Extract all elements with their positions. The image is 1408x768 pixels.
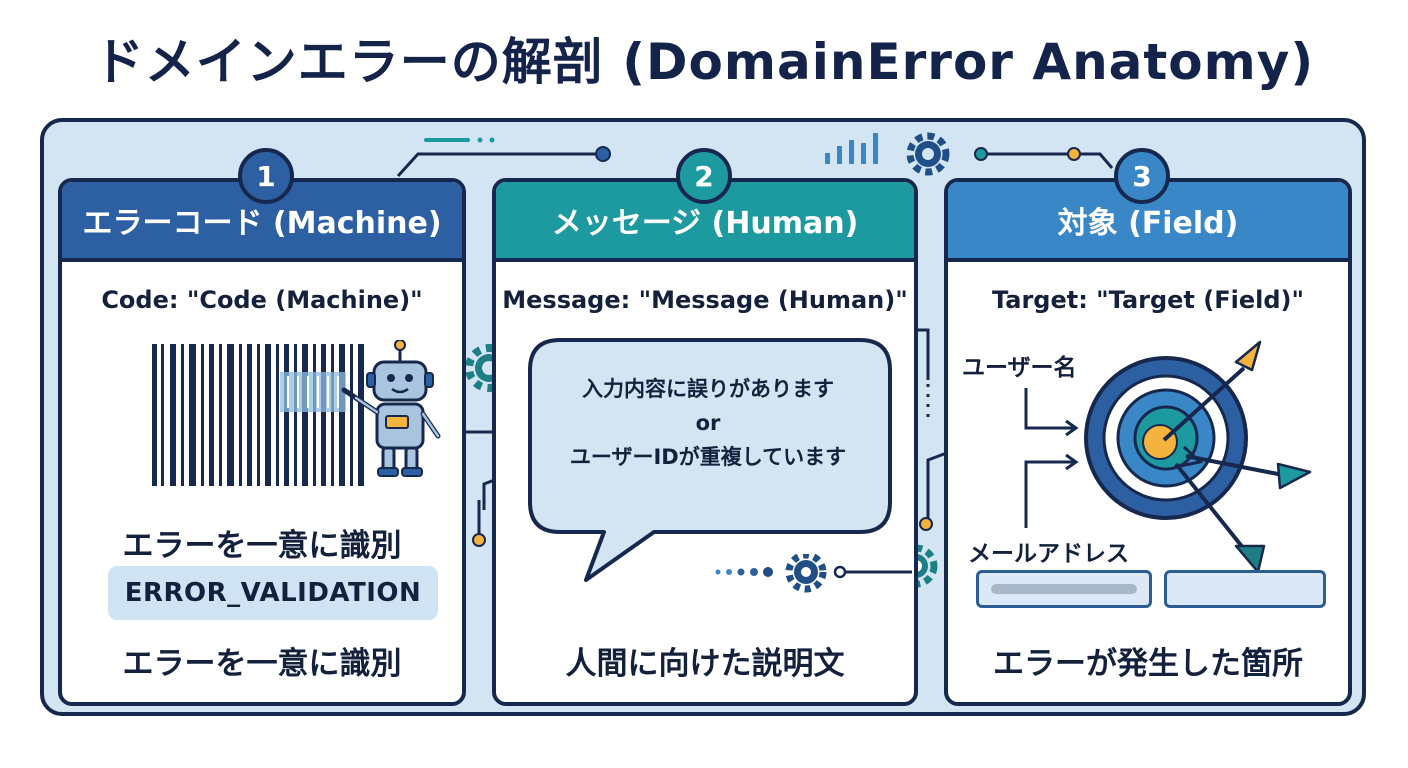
- gear-icon: [785, 554, 827, 593]
- arrow-icon: [1174, 462, 1266, 574]
- message-line: 入力内容に誤りがあります: [582, 377, 834, 401]
- field-line: Target: "Target (Field)": [991, 286, 1305, 314]
- field-line: Message: "Message (Human)": [502, 286, 908, 314]
- dots-gear-connector: [715, 554, 912, 593]
- message-line: or: [695, 411, 721, 435]
- page-title: ドメインエラーの解剖 (DomainError Anatomy): [93, 33, 1315, 91]
- panel-error-code: エラーコード (Machine) Code: "Code (Machine)": [58, 178, 466, 706]
- barcode-robot-illustration: [152, 340, 441, 486]
- step-badge-2: 2: [676, 148, 732, 204]
- panel-message: メッセージ (Human) Message: "Message (Human)"…: [492, 178, 918, 706]
- field-line: Code: "Code (Machine)": [101, 286, 423, 314]
- robot-icon: [341, 340, 441, 477]
- panel-header: メッセージ (Human): [496, 182, 914, 262]
- code-description-bottom: エラーを一意に識別: [122, 646, 402, 682]
- code-description-top: エラーを一意に識別: [122, 528, 402, 564]
- barcode-icon: [152, 344, 364, 486]
- message-bubble-text: 入力内容に誤りがあります or ユーザーIDが重複しています: [542, 372, 874, 474]
- code-value-chip: ERROR_VALIDATION: [108, 566, 438, 620]
- label-username: ユーザー名: [962, 355, 1077, 381]
- panel-target: 対象 (Field) Target: "Target (Field)" ユーザー…: [944, 178, 1352, 706]
- message-line: ユーザーIDが重複しています: [569, 445, 847, 469]
- arrow-icon: [1162, 340, 1262, 442]
- step-badge-1: 1: [238, 148, 294, 204]
- username-input-field: [976, 570, 1152, 608]
- target-description: エラーが発生した箇所: [993, 646, 1303, 682]
- speech-bubble-icon: [528, 338, 892, 582]
- email-input-field: [1164, 570, 1326, 608]
- arrow-icon: [1179, 445, 1312, 490]
- target-illustration: [1024, 340, 1312, 574]
- input-placeholder-bar: [991, 584, 1137, 594]
- label-email: メールアドレス: [968, 541, 1129, 567]
- step-badge-3: 3: [1114, 148, 1170, 204]
- message-description: 人間に向けた説明文: [565, 646, 845, 682]
